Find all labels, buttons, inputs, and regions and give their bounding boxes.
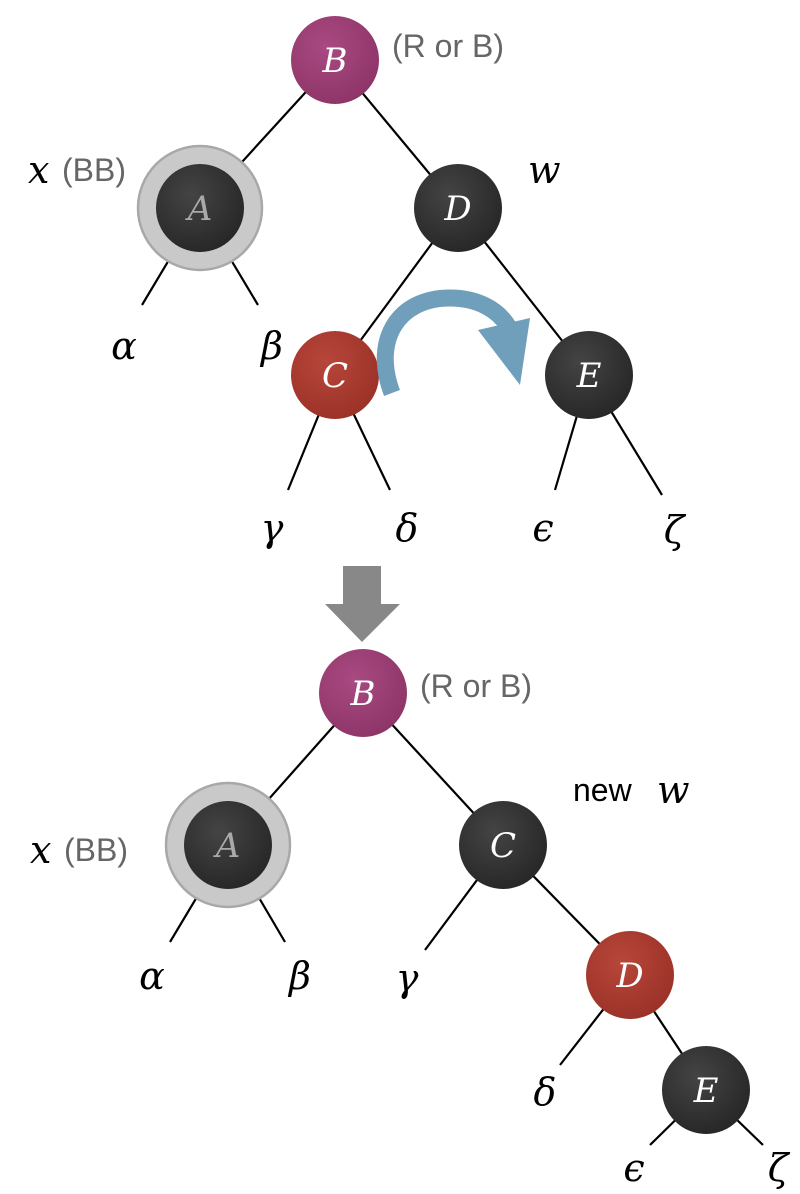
node-b-label: B [322,41,348,81]
new-w-label: w [657,768,690,812]
leaf-alpha: α [111,324,137,368]
node-b-color-note: (R or B) [392,28,504,64]
node-c-label: C [322,356,348,396]
node-d-after: D [586,931,674,1019]
leaf-zeta: ζ [664,508,687,552]
node-e-label: E [576,356,602,396]
node-e-label-after: E [693,1071,719,1111]
node-a-label: A [185,189,213,229]
before-tree: B (R or B) A x (BB) D w C E [28,16,687,552]
x-label-after: x [30,828,51,872]
leaf-zeta-after: ζ [768,1146,791,1190]
node-a-label-after: A [213,826,241,866]
leaf-gamma: γ [261,506,284,550]
node-c: C [291,331,379,419]
x-label: x [28,148,49,192]
after-tree: B (R or B) A x (BB) C new w D E α β [30,649,791,1190]
node-c-label-after: C [490,826,516,866]
leaf-epsilon: ϵ [532,506,553,550]
leaf-beta-after: β [287,954,311,998]
leaf-alpha-after: α [139,954,165,998]
leaf-beta: β [259,324,283,368]
node-d: D [414,164,502,252]
node-b-color-note-after: (R or B) [420,668,532,704]
node-d-label-after: D [615,956,643,996]
node-b-label-after: B [350,674,376,714]
node-e: E [545,331,633,419]
bb-note: (BB) [62,152,126,188]
down-arrow-icon [325,566,400,642]
node-b: B [291,16,379,104]
node-e-after: E [662,1046,750,1134]
new-w-text: new [573,772,633,808]
node-a-double-black: A [136,144,264,272]
w-label: w [528,148,561,192]
leaf-epsilon-after: ϵ [623,1146,644,1190]
leaf-delta: δ [396,506,419,550]
node-c-after: C [459,801,547,889]
node-a-double-black-after: A [164,781,292,909]
rotate-arrow-icon [376,289,530,396]
node-d-label: D [443,189,471,229]
node-b-after: B [319,649,407,737]
bb-note-after: (BB) [64,832,128,868]
leaf-gamma-after: γ [396,956,419,1000]
leaf-delta-after: δ [534,1070,557,1114]
